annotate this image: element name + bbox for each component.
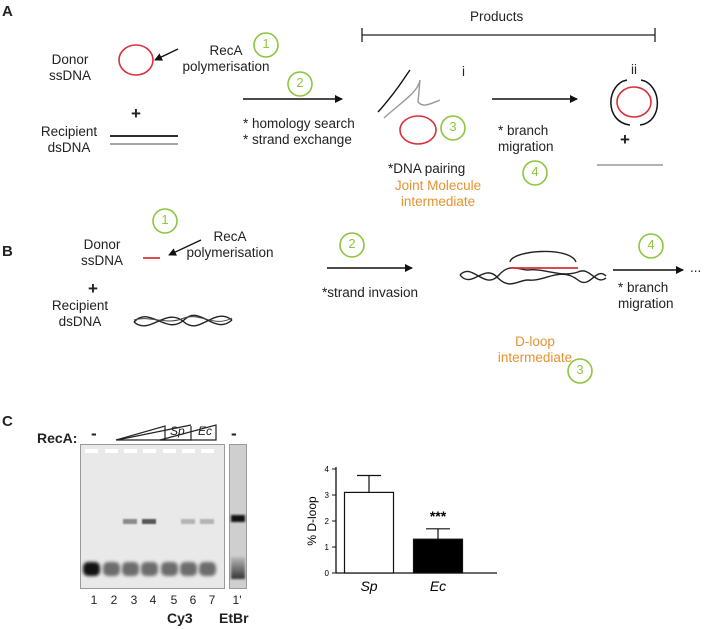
etbr-smear: [231, 557, 245, 579]
joint-molecule-circle: [399, 115, 437, 145]
gel-well: [163, 449, 176, 453]
gel-well: [105, 449, 118, 453]
dloop-band: [142, 519, 156, 524]
y-tick-label: 4: [325, 465, 330, 474]
panel-b-letter: B: [2, 243, 13, 260]
b-plus: +: [88, 279, 98, 298]
free-probe-band: [199, 562, 216, 576]
lane-number: 1: [90, 593, 98, 607]
dloop-band: [181, 519, 195, 524]
cy3-gel-image: [80, 444, 225, 589]
donor-ssdna-circle: [118, 44, 154, 76]
b-step-2: 2: [348, 236, 356, 251]
category-label: Sp: [360, 578, 377, 594]
ec-label: Ec: [198, 424, 213, 438]
a-step-2: 2: [296, 75, 304, 90]
free-probe-band: [122, 562, 139, 576]
lane-number: 3: [130, 593, 138, 607]
panel-a-letter: A: [2, 3, 13, 20]
lane-number: 6: [189, 593, 197, 607]
bar: [343, 491, 395, 574]
y-axis-label: % D-loop: [305, 496, 319, 546]
reca-label: RecA:: [37, 430, 78, 446]
a-pairing-label: *DNA pairing: [388, 161, 466, 176]
etbr-gel-image: [229, 444, 247, 589]
free-probe-band: [180, 562, 197, 576]
a-step-4: 4: [531, 164, 539, 179]
b-step-4: 4: [647, 237, 655, 252]
free-probe-band: [141, 562, 158, 576]
lane-number: 1': [232, 593, 242, 607]
product-ii-label: ii: [631, 62, 637, 77]
y-tick-label: 3: [325, 491, 330, 500]
panel-c-letter: C: [2, 413, 13, 430]
lane-number: 4: [149, 593, 157, 607]
b-invasion-label: *strand invasion: [322, 285, 419, 300]
significance-label: ***: [430, 508, 447, 524]
reca-minus: -: [91, 424, 97, 443]
cy3-label: Cy3: [167, 610, 193, 626]
category-label: Ec: [430, 578, 446, 594]
b-step-1: 1: [161, 212, 169, 227]
etbr-band: [231, 515, 245, 522]
a-step-1: 1: [262, 36, 270, 51]
etbr-minus: -: [231, 424, 237, 443]
etbr-label: EtBr: [219, 610, 249, 626]
gel-well: [85, 449, 98, 453]
gel-well: [124, 449, 137, 453]
free-probe-band: [103, 562, 120, 576]
dloop-band: [123, 519, 137, 524]
gel-well: [182, 449, 195, 453]
y-tick-label: 1: [325, 543, 330, 552]
y-tick-label: 0: [325, 569, 330, 578]
sp-label: Sp: [170, 424, 185, 438]
a-plus: +: [131, 104, 141, 123]
product-i-label: i: [462, 64, 465, 79]
bar: [412, 538, 464, 574]
dloop-band: [200, 519, 214, 524]
lane-number: 7: [208, 593, 216, 607]
b-ellipsis: ...: [690, 260, 702, 275]
a-product-plus: +: [620, 130, 630, 149]
product-ii-red-circle: [616, 86, 652, 118]
b-step-3: 3: [576, 362, 584, 377]
gel-well: [143, 449, 156, 453]
a-search-label: * homology search* strand exchange: [243, 116, 355, 147]
lane-number: 2: [110, 593, 118, 607]
products-label: Products: [470, 9, 524, 24]
lane-number: 5: [170, 593, 178, 607]
free-probe-band: [161, 562, 178, 576]
gel-well: [201, 449, 214, 453]
free-probe-band: [83, 562, 100, 576]
a-step-3: 3: [449, 119, 457, 134]
y-tick-label: 2: [325, 517, 330, 526]
